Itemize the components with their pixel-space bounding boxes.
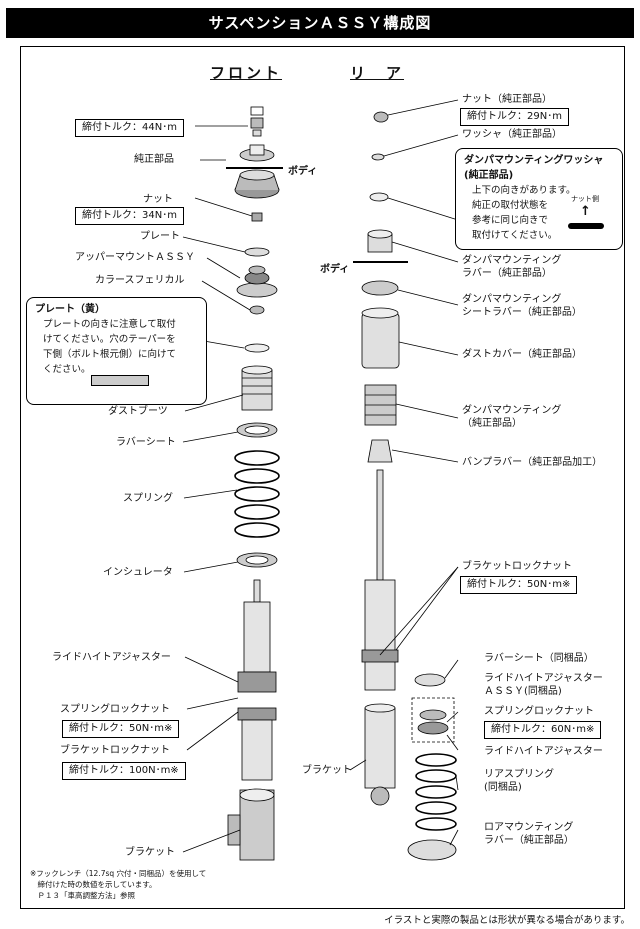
front-torque-top: 締付トルク：44N･m bbox=[75, 119, 184, 137]
up-arrow-icon: ↑ bbox=[580, 204, 591, 219]
front-rubber-seat-label: ラバーシート bbox=[116, 437, 176, 448]
rear-torque-bracket-lock: 締付トルク：50N･m※ bbox=[460, 576, 578, 594]
rear-bump-rubber-label: バンプラバー（純正部品加工） bbox=[462, 457, 603, 468]
washer-note-sub: (純正部品) bbox=[464, 170, 514, 181]
front-body-label: ボディ bbox=[288, 166, 318, 177]
footnote-line: ※フックレンチ（12.7sq 穴付・同梱品）を使用して bbox=[30, 869, 207, 878]
front-spring-label: スプリング bbox=[123, 493, 173, 504]
rear-body-label: ボディ bbox=[320, 264, 350, 275]
washer-note-line: 純正の取付状態を bbox=[472, 200, 549, 211]
rear-torque-spring-lock: 締付トルク：60N･m※ bbox=[484, 721, 602, 739]
page-title: サスペンションＡＳＳＹ構成図 bbox=[6, 8, 634, 38]
footnote-line: Ｐ１３「車高調整方法」参照 bbox=[30, 891, 135, 900]
rear-damper-mount-label: ダンパマウンティング bbox=[462, 405, 562, 416]
rear-spring-label: リアスプリング bbox=[484, 769, 554, 780]
front-insulator-label: インシュレータ bbox=[103, 567, 173, 578]
rear-spring-lock-nut-label: スプリングロックナット bbox=[484, 706, 594, 717]
rear-seat-rubber-label2: シートラバー（純正部品） bbox=[462, 307, 582, 318]
rear-damper-mount-label2: （純正部品） bbox=[462, 418, 522, 429]
footnote: ※フックレンチ（12.7sq 穴付・同梱品）を使用して 締付けた時の数値を示して… bbox=[30, 868, 206, 901]
front-heading: フロント bbox=[210, 64, 283, 82]
front-bracket-label: ブラケット bbox=[125, 847, 175, 858]
washer-note-line: 取付けてください。 bbox=[472, 230, 558, 241]
rear-lower-mount-label: ロアマウンティング bbox=[484, 822, 574, 833]
rear-bracket-label: ブラケット bbox=[302, 765, 352, 776]
washer-note-line: 参考に同じ向きで bbox=[472, 215, 549, 226]
plate-note-line: 下側（ボルト根元側）に向けて bbox=[43, 349, 177, 360]
rear-ride-height-label: ライドハイトアジャスター bbox=[484, 746, 603, 757]
front-plate-note: プレート（黄） プレートの向きに注意して取付 けてください。穴のテーパーを 下側… bbox=[26, 297, 207, 405]
diagram-frame bbox=[20, 46, 625, 909]
front-torque-bracket-lock: 締付トルク：100N･m※ bbox=[62, 762, 186, 780]
plate-note-line: けてください。穴のテーパーを bbox=[43, 334, 176, 345]
nut-side-label: ナット側 bbox=[571, 195, 599, 203]
footnote-line: 締付けた時の数値を示しています。 bbox=[30, 880, 157, 889]
rear-washer-note: ダンパマウンティングワッシャ (純正部品) 上下の向きがあります。 純正の取付状… bbox=[455, 148, 623, 250]
rear-ride-height-assy-label: ライドハイトアジャスター bbox=[484, 673, 603, 684]
washer-shape-icon bbox=[568, 223, 604, 229]
rear-dust-cover-label: ダストカバー（純正部品） bbox=[462, 349, 582, 360]
rear-rubber-seat-label: ラバーシート（同梱品） bbox=[484, 653, 594, 664]
rear-lower-mount-label2: ラバー（純正部品） bbox=[484, 835, 574, 846]
rear-bracket-lock-nut-label: ブラケットロックナット bbox=[462, 561, 572, 572]
rear-mount-rubber-label: ダンパマウンティング bbox=[462, 255, 562, 266]
washer-note-title: ダンパマウンティングワッシャ bbox=[464, 155, 604, 166]
front-collar-label: カラースフェリカル bbox=[95, 275, 185, 286]
rear-mount-rubber-label2: ラバー（純正部品） bbox=[462, 268, 552, 279]
rear-spring-label2: (同梱品) bbox=[484, 782, 522, 793]
rear-ride-height-assy-label2: ＡＳＳＹ(同梱品) bbox=[484, 686, 562, 697]
plate-note-line: プレートの向きに注意して取付 bbox=[43, 319, 176, 330]
rear-washer-label: ワッシャ（純正部品） bbox=[462, 129, 562, 140]
front-plate-label: プレート bbox=[140, 231, 180, 242]
rear-torque-nut: 締付トルク：29N･m bbox=[460, 108, 569, 126]
front-ride-height-label: ライドハイトアジャスター bbox=[52, 652, 171, 663]
front-spring-lock-nut-label: スプリングロックナット bbox=[60, 704, 170, 715]
front-torque-spring-lock: 締付トルク：50N･m※ bbox=[62, 720, 180, 738]
front-genuine-label: 純正部品 bbox=[134, 154, 174, 165]
plate-taper-icon bbox=[91, 375, 149, 386]
front-nut-label: ナット bbox=[143, 194, 173, 205]
front-dust-boot-label: ダストブーツ bbox=[108, 406, 168, 417]
front-bracket-lock-nut-label: ブラケットロックナット bbox=[60, 745, 170, 756]
front-torque-nut: 締付トルク：34N･m bbox=[75, 207, 184, 225]
washer-note-line: 上下の向きがあります。 bbox=[472, 185, 576, 196]
front-upper-mount-label: アッパーマウントＡＳＳＹ bbox=[75, 252, 195, 263]
disclaimer: イラストと実際の製品とは形状が異なる場合があります。 bbox=[384, 915, 630, 926]
plate-note-title: プレート（黄） bbox=[35, 304, 105, 315]
rear-seat-rubber-label: ダンパマウンティング bbox=[462, 294, 562, 305]
rear-heading: リ ア bbox=[350, 64, 405, 82]
rear-nut-label: ナット（純正部品） bbox=[462, 94, 552, 105]
plate-note-line: ください。 bbox=[43, 364, 91, 375]
